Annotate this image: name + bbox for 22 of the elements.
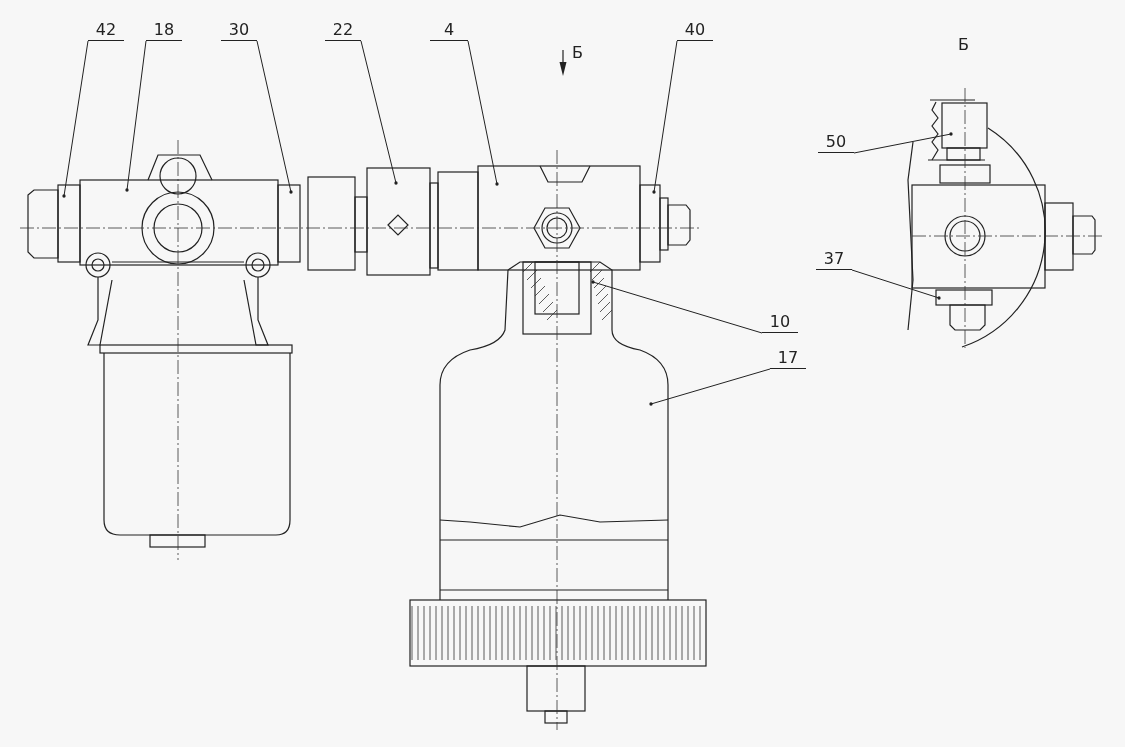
callout-number: 22 [325, 20, 361, 41]
leader-line [649, 368, 771, 406]
leader-line [652, 40, 678, 194]
leader-line [256, 40, 293, 194]
callout-number: 18 [146, 20, 182, 41]
leader-line [62, 40, 89, 198]
leader-line [851, 269, 941, 300]
leader-line [125, 40, 147, 192]
leader-line [591, 280, 763, 334]
callout-number: 4 [430, 20, 468, 41]
callout-number: 40 [677, 20, 713, 41]
callout-number: 10 [762, 312, 798, 333]
callout-number: 17 [770, 348, 806, 369]
leader-line [360, 40, 398, 185]
leader-line [467, 40, 499, 186]
view-letter: Б [572, 44, 583, 62]
view-letter: Б [958, 36, 969, 54]
callout-number: 30 [221, 20, 257, 41]
leader-line [853, 132, 953, 154]
callout-number: 42 [88, 20, 124, 41]
callout-number: 37 [816, 249, 852, 270]
callout-number: 50 [818, 132, 854, 153]
